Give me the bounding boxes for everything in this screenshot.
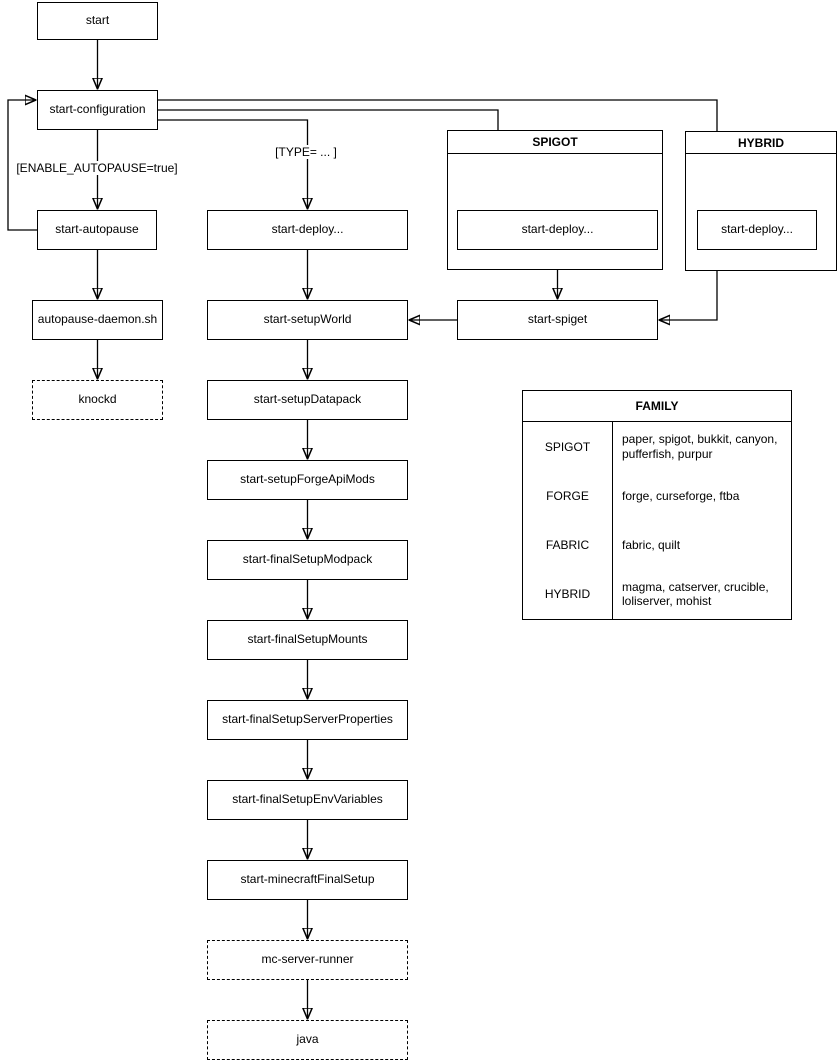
family-members-cell: forge, curseforge, ftba bbox=[622, 488, 740, 503]
node-hybrid-start-deploy: start-deploy... bbox=[697, 210, 817, 250]
edge-label-type: [TYPE= ... ] bbox=[273, 145, 339, 159]
family-table-body: SPIGOT paper, spigot, bukkit, canyon, pu… bbox=[523, 422, 791, 619]
family-row-spigot: SPIGOT paper, spigot, bukkit, canyon, pu… bbox=[523, 422, 791, 472]
node-start-configuration: start-configuration bbox=[37, 90, 158, 130]
family-row-hybrid: HYBRID magma, catserver, crucible, lolis… bbox=[523, 569, 791, 619]
family-name-cell: FABRIC bbox=[523, 520, 613, 570]
family-members-cell: fabric, quilt bbox=[622, 538, 681, 553]
family-name-cell: HYBRID bbox=[523, 569, 613, 619]
node-spigot-start-deploy: start-deploy... bbox=[457, 210, 658, 250]
node-start-setupdatapack: start-setupDatapack bbox=[207, 380, 408, 420]
edge-autopause-loop-to-configuration bbox=[7, 100, 37, 231]
family-members-cell: magma, catserver, crucible, loliserver, … bbox=[622, 580, 769, 609]
family-row-fabric: FABRIC fabric, quilt bbox=[523, 520, 791, 570]
node-knockd: knockd bbox=[32, 380, 163, 420]
family-table-title: FAMILY bbox=[523, 391, 791, 422]
family-row-forge: FORGE forge, curseforge, ftba bbox=[523, 471, 791, 521]
node-start: start bbox=[37, 2, 158, 40]
container-hybrid-title: HYBRID bbox=[686, 132, 836, 154]
family-name-cell: SPIGOT bbox=[523, 422, 613, 472]
node-mc-server-runner: mc-server-runner bbox=[207, 940, 408, 980]
node-start-finalsetupmodpack: start-finalSetupModpack bbox=[207, 540, 408, 580]
edge-configuration-to-middle-deploy bbox=[158, 119, 308, 208]
container-hybrid: HYBRID bbox=[685, 131, 837, 271]
node-start-deploy: start-deploy... bbox=[207, 210, 408, 250]
node-start-finalsetupmounts: start-finalSetupMounts bbox=[207, 620, 408, 660]
node-start-finalsetupenvvariables: start-finalSetupEnvVariables bbox=[207, 780, 408, 820]
node-start-autopause: start-autopause bbox=[37, 210, 157, 250]
container-spigot-title: SPIGOT bbox=[448, 131, 662, 154]
node-start-spiget: start-spiget bbox=[457, 300, 658, 340]
node-start-setupforgeapimods: start-setupForgeApiMods bbox=[207, 460, 408, 500]
node-start-setupworld: start-setupWorld bbox=[207, 300, 408, 340]
node-start-minecraftfinalsetup: start-minecraftFinalSetup bbox=[207, 860, 408, 900]
edge-hybrid-deploy-to-spiget bbox=[660, 250, 718, 320]
edge-label-enable-autopause: [ENABLE_AUTOPAUSE=true] bbox=[14, 161, 180, 175]
family-table: FAMILY SPIGOT paper, spigot, bukkit, can… bbox=[522, 390, 792, 620]
node-autopause-daemon: autopause-daemon.sh bbox=[32, 300, 163, 340]
node-start-finalsetupserverproperties: start-finalSetupServerProperties bbox=[207, 700, 408, 740]
family-members-cell: paper, spigot, bukkit, canyon, pufferfis… bbox=[622, 432, 778, 461]
node-java: java bbox=[207, 1020, 408, 1060]
family-name-cell: FORGE bbox=[523, 471, 613, 521]
